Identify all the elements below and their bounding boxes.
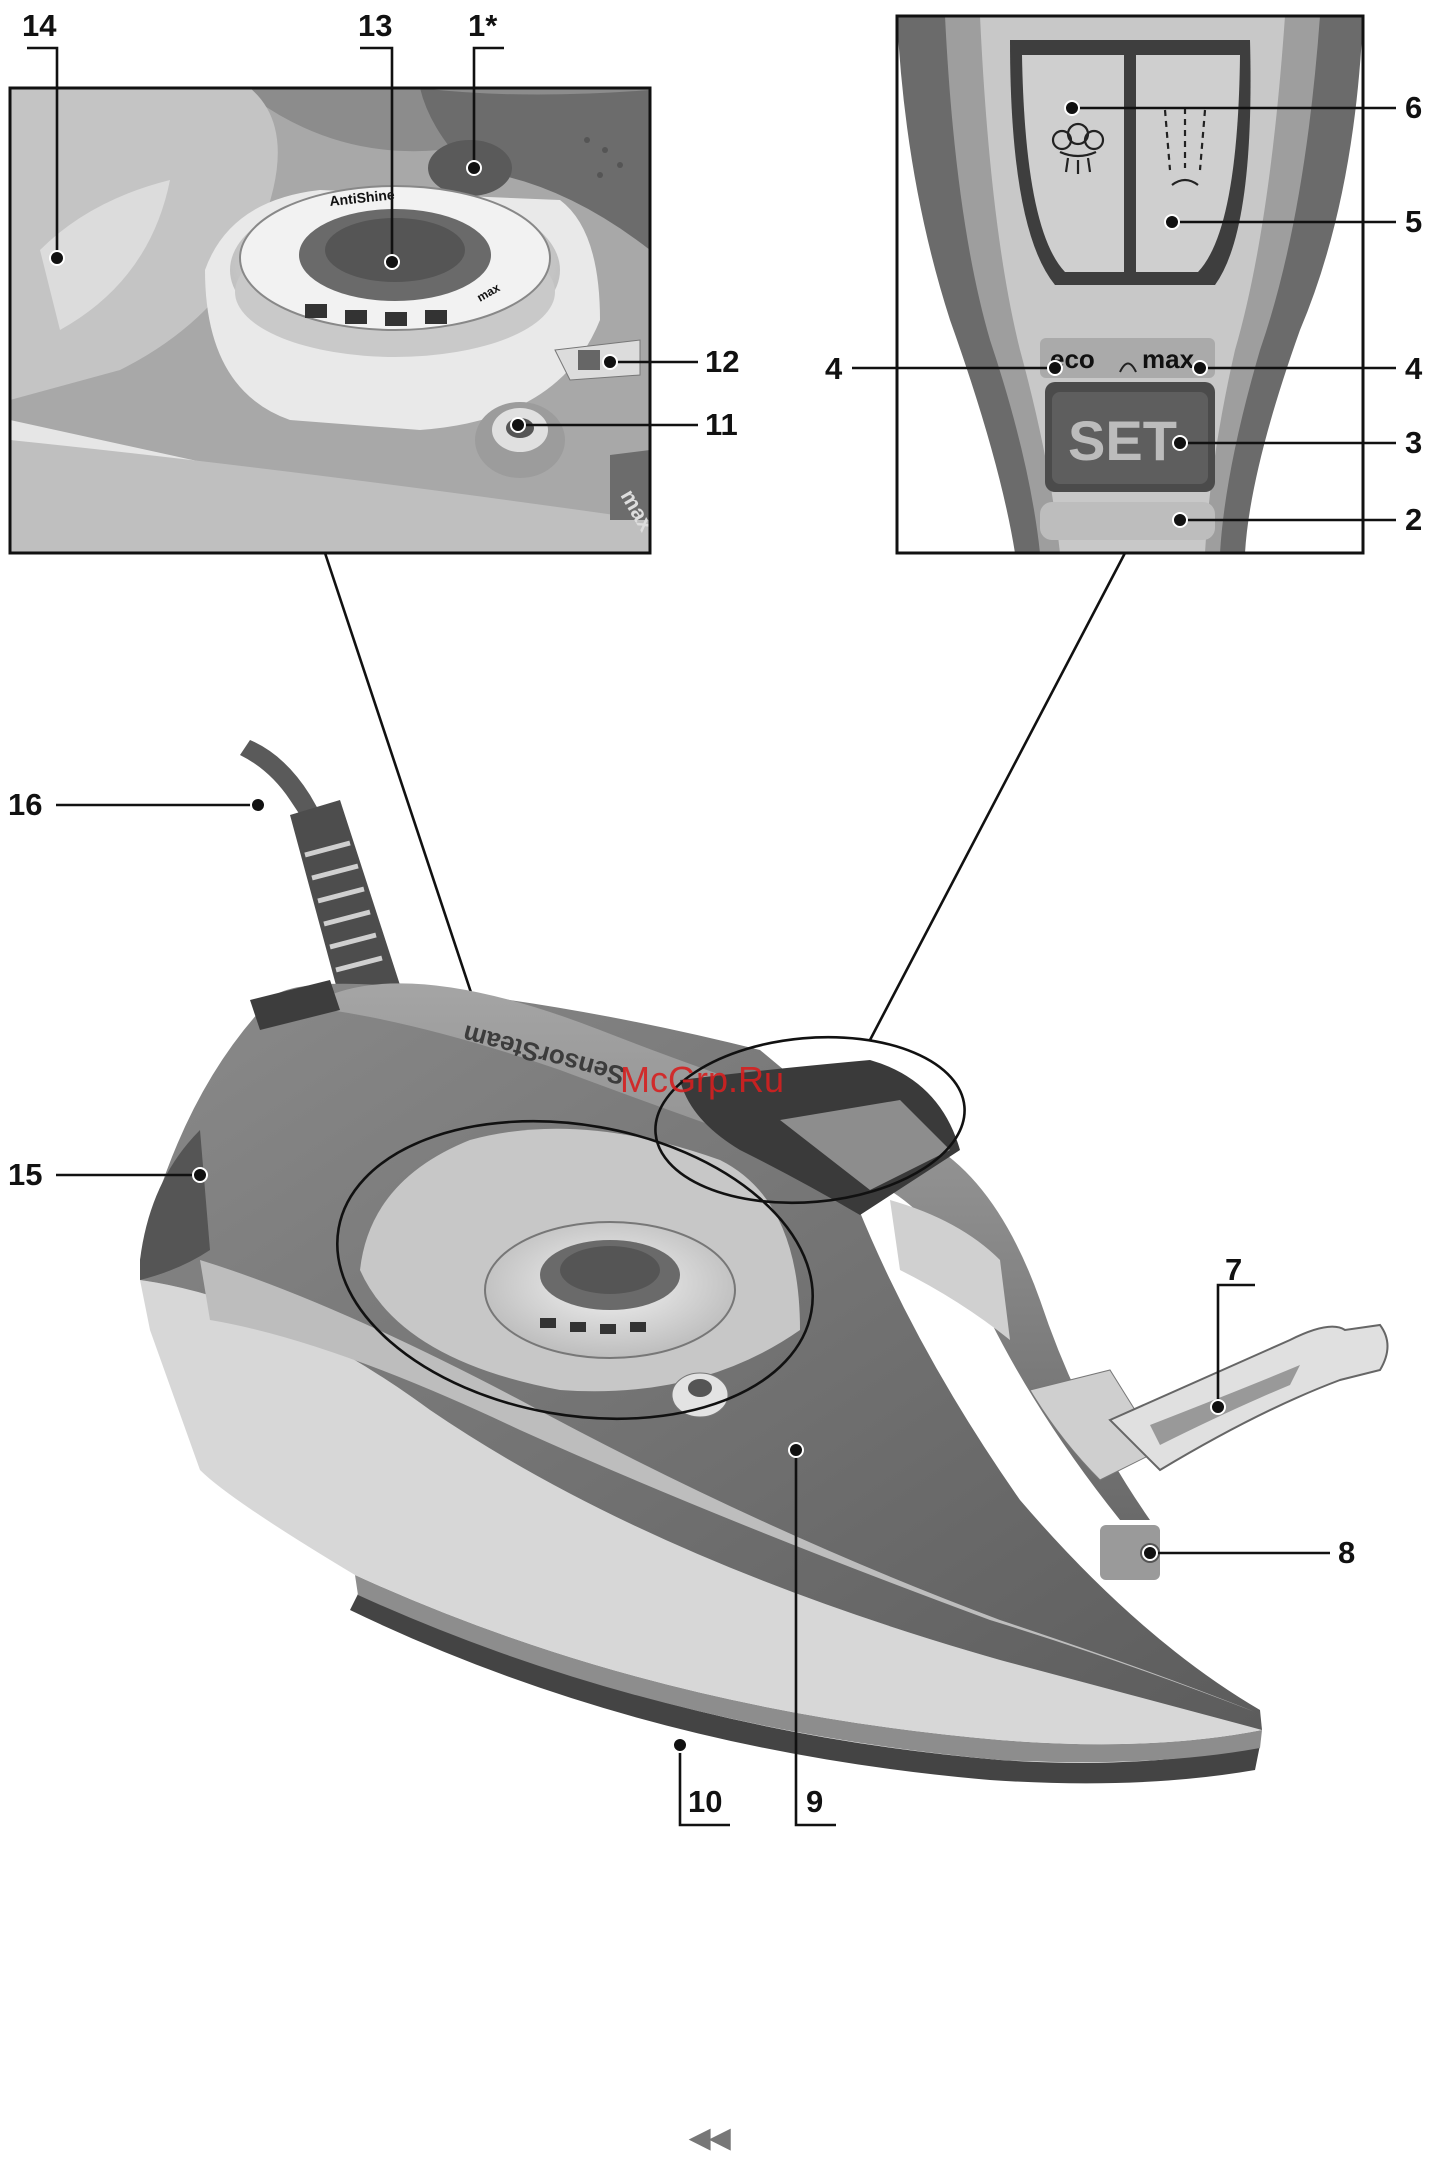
callout-16: 16 (8, 787, 42, 822)
max-label: max (1142, 344, 1195, 374)
callout-3: 3 (1405, 425, 1422, 460)
callout-7: 7 (1225, 1252, 1242, 1287)
temperature-dial-detail: AntiShine max (230, 186, 560, 357)
callout-6: 6 (1405, 90, 1422, 125)
steam-iron: SensorSteam (140, 740, 1388, 1783)
callout-15: 15 (8, 1157, 42, 1192)
dial-detail-inset: AntiShine max max (10, 88, 660, 560)
callout-1: 1* (468, 8, 498, 43)
set-button-detail: SET (1045, 382, 1215, 492)
set-label: SET (1068, 409, 1177, 472)
callout-11: 11 (705, 407, 738, 442)
callout-5: 5 (1405, 204, 1422, 239)
right-inset-connector (870, 553, 1125, 1040)
callout-14: 14 (22, 8, 57, 43)
callout-8: 8 (1338, 1535, 1355, 1570)
watermark: McGrp.Ru (620, 1059, 784, 1100)
callout-10: 10 (688, 1784, 722, 1819)
callout-4-right: 4 (1405, 351, 1423, 386)
controls-detail-inset: eco max SET (897, 16, 1363, 553)
callout-4-left: 4 (825, 351, 843, 386)
callout-12: 12 (705, 344, 739, 379)
callout-13: 13 (358, 8, 392, 43)
callout-2: 2 (1405, 502, 1422, 537)
page-marker: ◂◂ (688, 2115, 731, 2158)
steam-level-buttons-detail: eco max (1040, 338, 1215, 378)
spray-steam-buttons-detail (1010, 40, 1251, 285)
callout-9: 9 (806, 1784, 823, 1819)
